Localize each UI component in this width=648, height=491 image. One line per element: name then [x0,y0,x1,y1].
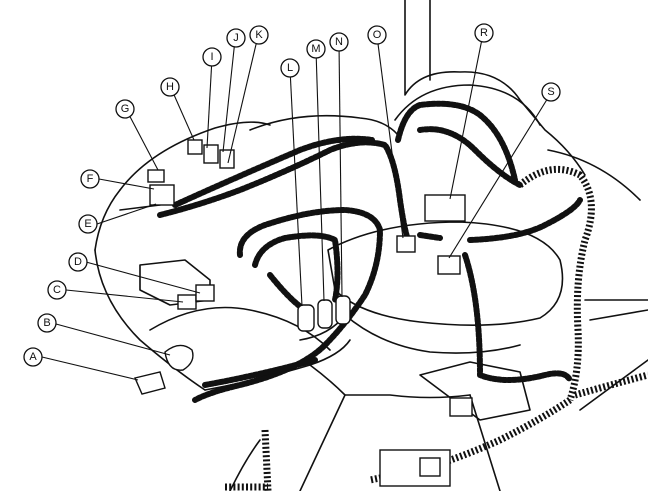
callout-label-r: R [480,27,488,39]
callout-label-c: C [53,284,61,296]
callout-o: O [367,25,387,45]
wiring-harness [157,100,583,403]
switch-m [317,299,333,329]
callout-n: N [329,32,349,52]
callout-b: B [37,313,57,333]
callout-h: H [160,77,180,97]
relay-i [203,144,219,164]
callout-label-m: M [311,43,320,55]
callout-label-e: E [84,218,91,230]
plug-a [134,371,166,395]
callout-label-b: B [43,317,50,329]
connector-f [149,184,175,206]
machine-body-outline [94,0,648,491]
callout-r: R [474,23,494,43]
callout-d: D [68,252,88,272]
leader-lines [41,33,552,381]
connector-d [195,284,215,302]
callout-g: G [115,99,135,119]
callout-label-l: L [287,62,293,74]
callout-i: I [202,47,222,67]
callout-label-f: F [87,173,94,185]
coiled-cable [225,165,648,491]
callout-j: J [226,28,246,48]
callout-label-n: N [335,36,343,48]
callout-a: A [23,347,43,367]
callout-label-h: H [166,81,174,93]
callout-label-s: S [547,86,554,98]
callout-c: C [47,280,67,300]
switch-l [297,304,315,332]
connector-g [147,169,165,183]
callout-e: E [78,214,98,234]
bottom-box-socket [419,457,441,477]
callout-f: F [80,169,100,189]
connector-o [396,235,416,253]
connector-s [437,255,461,275]
relay-j [219,149,235,169]
connector-b [164,344,194,371]
lower-switch [449,397,473,417]
callout-m: M [306,39,326,59]
callout-label-g: G [121,103,130,115]
callout-s: S [541,82,561,102]
callout-label-d: D [74,256,82,268]
callout-label-k: K [255,29,263,41]
callout-label-i: I [210,51,213,63]
callout-k: K [249,25,269,45]
switch-n [335,295,351,325]
callout-label-j: J [233,32,239,44]
connector-block-r [424,194,466,222]
callout-l: L [280,58,300,78]
relay-h [187,139,203,155]
callout-label-a: A [29,351,37,363]
callout-label-o: O [373,29,382,41]
